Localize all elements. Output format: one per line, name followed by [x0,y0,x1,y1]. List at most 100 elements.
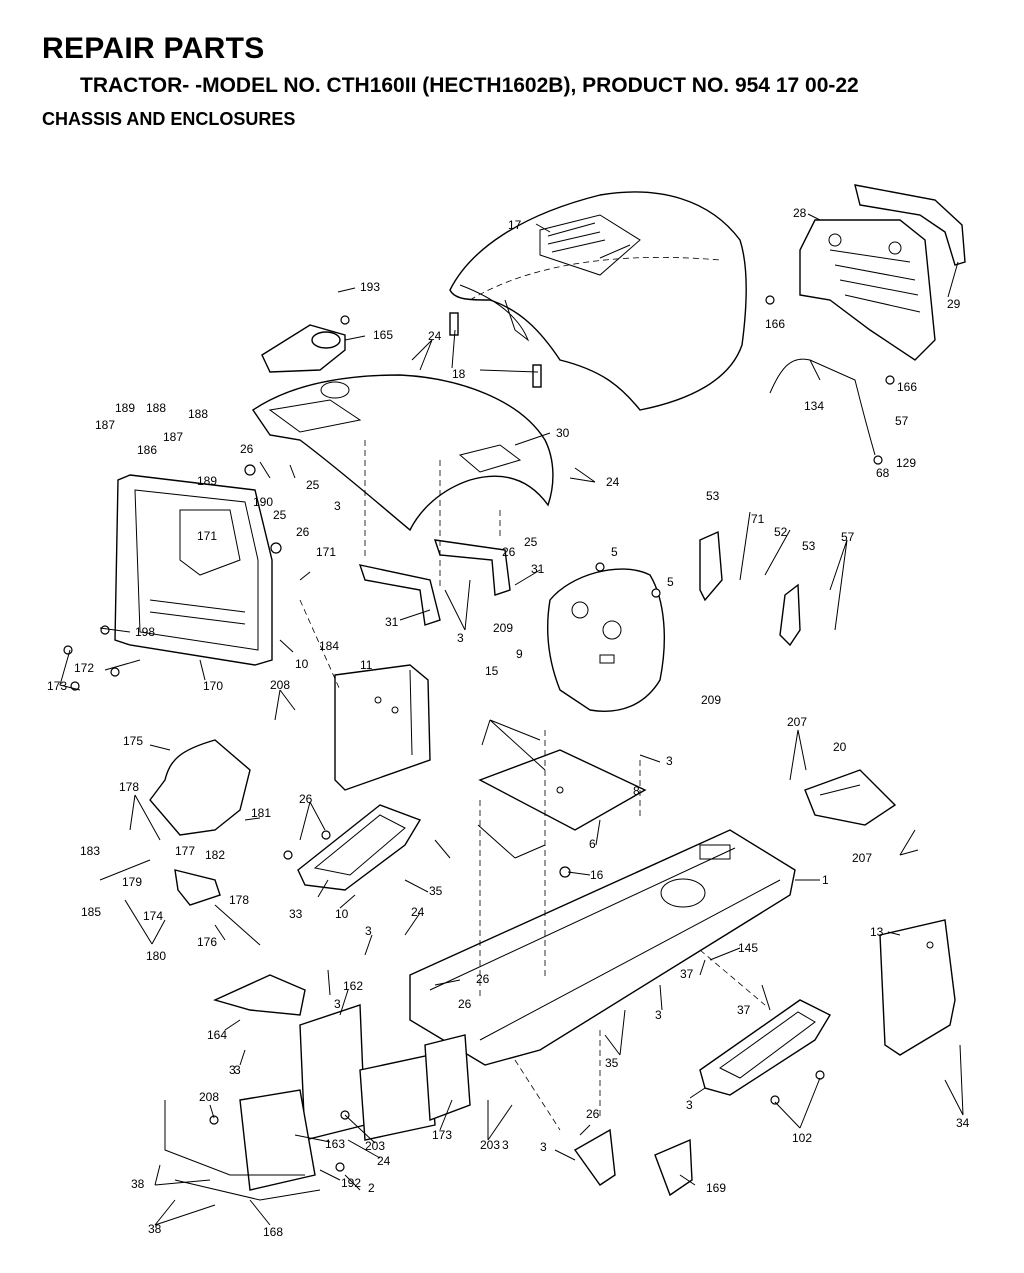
callout-102: 102 [792,1131,812,1145]
callout-183: 183 [80,844,100,858]
callout-3: 3 [686,1098,693,1112]
callout-3: 3 [502,1138,509,1152]
callout-25: 25 [306,478,320,492]
callout-145: 145 [738,941,758,955]
tank-shroud-part [546,568,666,712]
hood-part [449,191,747,411]
callout-188: 188 [146,401,166,415]
callout-24: 24 [411,905,425,919]
callout-178: 178 [229,893,249,907]
callout-172: 172 [74,661,94,675]
callout-209: 209 [701,693,721,707]
grille-part [799,184,966,361]
callout-38: 38 [148,1222,162,1236]
callout-35: 35 [429,884,443,898]
callout-185: 185 [81,905,101,919]
footrest-left-part [297,804,422,891]
callout-208: 208 [270,678,290,692]
callout-192: 192 [341,1176,361,1190]
callout-24: 24 [428,329,442,343]
pedal-cover-part [149,739,251,906]
callout-162: 162 [343,979,363,993]
callout-1: 1 [822,873,829,887]
callout-175: 175 [123,734,143,748]
support-rod-part [769,358,876,456]
callout-187: 187 [95,418,115,432]
callout-29: 29 [947,297,961,311]
callout-13: 13 [870,925,884,939]
callout-165: 165 [373,328,393,342]
callout-3: 3 [334,997,341,1011]
callout-71: 71 [751,512,765,526]
callout-57: 57 [841,530,855,544]
page-title: REPAIR PARTS [42,32,265,65]
callout-3: 3 [234,1063,241,1077]
callout-198: 198 [135,625,155,639]
callout-184: 184 [319,639,339,653]
footrest-right-part [699,999,831,1096]
callout-20: 20 [833,740,847,754]
callout-24: 24 [606,475,620,489]
hitch-plate-part [212,974,306,1016]
callout-35: 35 [605,1056,619,1070]
callout-26: 26 [502,545,516,559]
callout-34: 34 [956,1116,970,1130]
callout-176: 176 [197,935,217,949]
axle-bracket-part [804,769,897,826]
callout-163: 163 [325,1137,345,1151]
callout-168: 168 [263,1225,283,1239]
callout-171: 171 [316,545,336,559]
callout-25: 25 [273,508,287,522]
callout-3: 3 [540,1140,547,1154]
side-panel-part [334,664,431,791]
assembly-lines [299,440,766,1131]
side-plate-part [699,530,801,647]
model-subtitle: TRACTOR- -MODEL NO. CTH160II (HECTH1602B… [80,74,859,97]
callout-166: 166 [897,380,917,394]
callout-171: 171 [197,529,217,543]
hardware-set [63,295,895,1172]
callout-33: 33 [289,907,303,921]
callout-3: 3 [229,1063,236,1077]
callout-188: 188 [188,407,208,421]
callout-38: 38 [131,1177,145,1191]
callout-173: 173 [47,679,67,693]
callout-9: 9 [516,647,523,661]
dash-frame-part [114,474,273,666]
callout-177: 177 [175,844,195,858]
callout-167: 167 [0,0,20,3]
callout-203: 203 [365,1139,385,1153]
callout-3: 3 [666,754,673,768]
callout-31: 31 [531,562,545,576]
callout-30: 30 [556,426,570,440]
callout-209: 209 [493,621,513,635]
callout-207: 207 [787,715,807,729]
callout-11: 11 [360,658,373,672]
callout-26: 26 [458,997,472,1011]
section-title: CHASSIS AND ENCLOSURES [42,109,296,129]
callout-190: 190 [253,495,273,509]
callout-25: 25 [524,535,538,549]
callout-189: 189 [197,474,217,488]
callout-129: 129 [896,456,916,470]
callout-15: 15 [485,664,499,678]
callout-187: 187 [163,430,183,444]
cover-plate-part [261,324,346,373]
callout-18: 18 [452,367,466,381]
callout-26: 26 [296,525,310,539]
callout-37: 37 [680,967,694,981]
callout-203: 203 [480,1138,500,1152]
callout-189: 189 [115,401,135,415]
callout-57: 57 [895,414,909,428]
callout-26: 26 [240,442,254,456]
callout-53: 53 [706,489,720,503]
callout-37: 37 [737,1003,751,1017]
callout-170: 170 [203,679,223,693]
callout-166: 166 [765,317,785,331]
seat-plate-part [478,749,647,831]
callout-180: 180 [146,949,166,963]
callout-134: 134 [804,399,824,413]
callout-3: 3 [365,924,372,938]
